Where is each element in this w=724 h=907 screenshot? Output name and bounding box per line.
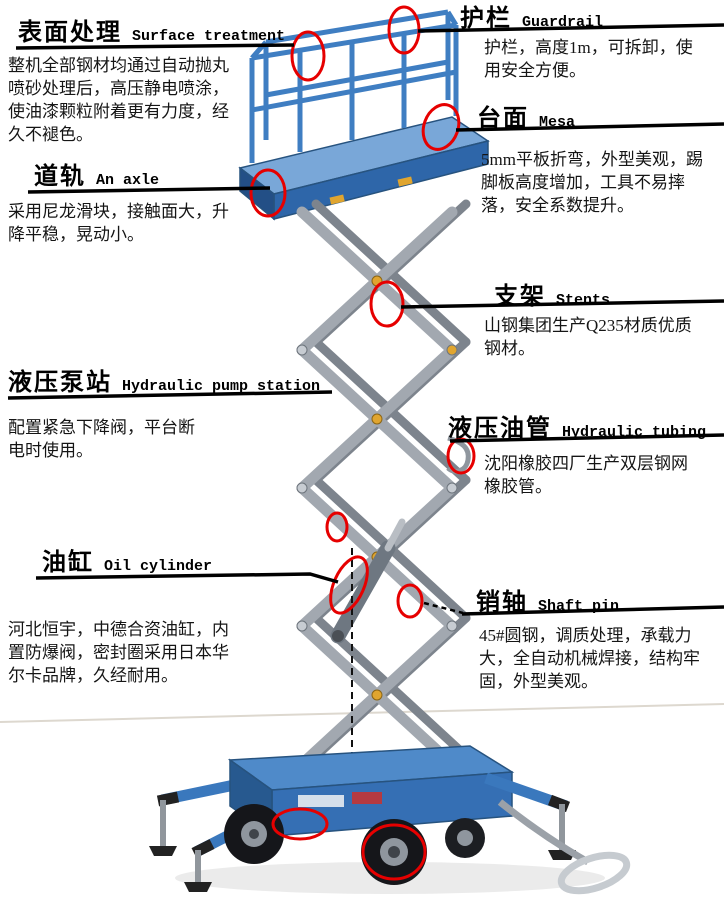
leader-lines [7, 23, 724, 616]
leader-shaft-pin-dashed [423, 601, 464, 615]
base-decal [298, 795, 344, 807]
pivot-pins [371, 275, 383, 701]
annotation-title: 液压油管 Hydraulic tubing [448, 408, 706, 443]
annotation-title-en: Surface treatment [132, 28, 286, 45]
annotation-axle: 道轨 An axle [34, 156, 159, 191]
annotation-mesa: 台面 Mesa [477, 98, 575, 133]
annotation-desc-pump-station: 配置紧急下降阀，平台断电时使用。 [8, 418, 195, 460]
callout-circle-shaft-pin [396, 583, 424, 619]
callout-circle-oil-cylinder [329, 555, 369, 615]
annotation-title: 护栏 Guardrail [460, 0, 603, 33]
annotation-desc-oil-cylinder: 河北恒宇，中德合资油缸，内置防爆阀，密封圈采用日本华尔卡品牌，久经耐用。 [8, 620, 229, 685]
annotation-desc-shaft-pin: 45#圆钢，调质处理，承载力大，全自动机械焊接，结构牢固，外型美观。 [479, 626, 700, 691]
annotation-title-en: Hydraulic tubing [562, 424, 707, 441]
leader-hydraulic-tubing [449, 433, 724, 443]
base-decal-red [352, 792, 382, 804]
annotation-title-en: Mesa [539, 114, 576, 131]
side-joints [296, 344, 458, 632]
callout-circle-mesa [421, 103, 461, 151]
annotation-desc-guardrail: 护栏，高度1m，可拆卸，使用安全方便。 [484, 38, 693, 80]
annotation-hydraulic-tubing: 液压油管 Hydraulic tubing [448, 408, 706, 443]
leader-shaft-pin [461, 605, 724, 616]
annotation-title-cn: 护栏 [460, 5, 512, 32]
annotation-title-en: Stents [556, 292, 611, 309]
annotation-desc-axle: 采用尼龙滑块，接触面大，升降平稳，晃动小。 [8, 202, 229, 244]
annotation-stents: 支架 Stents [494, 276, 610, 311]
annotation-desc-mesa: 5mm平板折弯，外型美观，踢脚板高度增加，工具不易摔落，安全系数提升。 [481, 150, 703, 215]
leader-stents [400, 299, 724, 309]
annotation-title-cn: 销轴 [476, 589, 528, 616]
leader-axle [27, 186, 271, 194]
annotation-desc-surface-treatment: 整机全部钢材均通过自动抛丸喷砂处理后，高压静电喷涂，使油漆颗粒附着更有力度，经久… [8, 56, 229, 144]
annotation-title-cn: 液压泵站 [8, 369, 112, 396]
annotation-title: 表面处理 Surface treatment [18, 12, 285, 47]
leader-surface-treatment [15, 43, 295, 50]
annotation-title: 支架 Stents [494, 276, 610, 311]
annotation-title-en: Guardrail [522, 14, 604, 31]
annotation-oil-cylinder: 油缸 Oil cylinder [42, 542, 212, 577]
annotation-surface-treatment: 表面处理 Surface treatment [18, 12, 285, 47]
leader-mesa [455, 122, 724, 132]
annotation-desc-hydraulic-tubing: 沈阳橡胶四厂生产双层钢网橡胶管。 [484, 454, 688, 496]
leader-guardrail [417, 23, 724, 33]
annotation-pump-station: 液压泵站 Hydraulic pump station [8, 362, 320, 397]
callout-circle-surface-treatment [290, 30, 326, 82]
wheels [224, 804, 485, 885]
callout-circle-hydraulic-tubing [446, 437, 476, 475]
platform-deck [238, 116, 490, 221]
scissor-arms [296, 199, 471, 770]
leader-pump-station [7, 390, 333, 400]
annotation-title-en: Shaft pin [538, 598, 620, 615]
callout-circle-axle [249, 168, 287, 218]
annotation-title-cn: 油缸 [42, 549, 94, 576]
annotation-title-cn: 台面 [477, 105, 529, 132]
annotation-shaft-pin: 销轴 Shaft pin [476, 582, 619, 617]
tow-handle [497, 799, 631, 895]
annotation-title-cn: 表面处理 [18, 19, 122, 46]
annotation-title-cn: 道轨 [34, 163, 86, 190]
annotation-title-en: Hydraulic pump station [122, 378, 321, 395]
annotation-title-en: Oil cylinder [104, 558, 213, 575]
annotation-title: 台面 Mesa [477, 98, 575, 133]
callout-circle-stents [369, 280, 405, 328]
annotation-title: 液压泵站 Hydraulic pump station [8, 362, 320, 397]
leader-oil-cylinder [35, 572, 339, 584]
annotation-title-cn: 液压油管 [448, 415, 552, 442]
callout-circles [249, 5, 476, 881]
annotation-desc-stents: 山钢集团生产Q235材质优质钢材。 [484, 316, 692, 358]
annotation-title-en: An axle [96, 172, 160, 189]
annotation-title: 道轨 An axle [34, 156, 159, 191]
annotation-guardrail: 护栏 Guardrail [460, 0, 603, 33]
callout-circle-hose-joint [325, 511, 349, 543]
callout-circle-wheel [361, 823, 427, 881]
annotation-title-cn: 支架 [494, 283, 546, 310]
annotation-title: 油缸 Oil cylinder [42, 542, 212, 577]
callout-circle-base [271, 807, 329, 841]
annotation-title: 销轴 Shaft pin [476, 582, 619, 617]
